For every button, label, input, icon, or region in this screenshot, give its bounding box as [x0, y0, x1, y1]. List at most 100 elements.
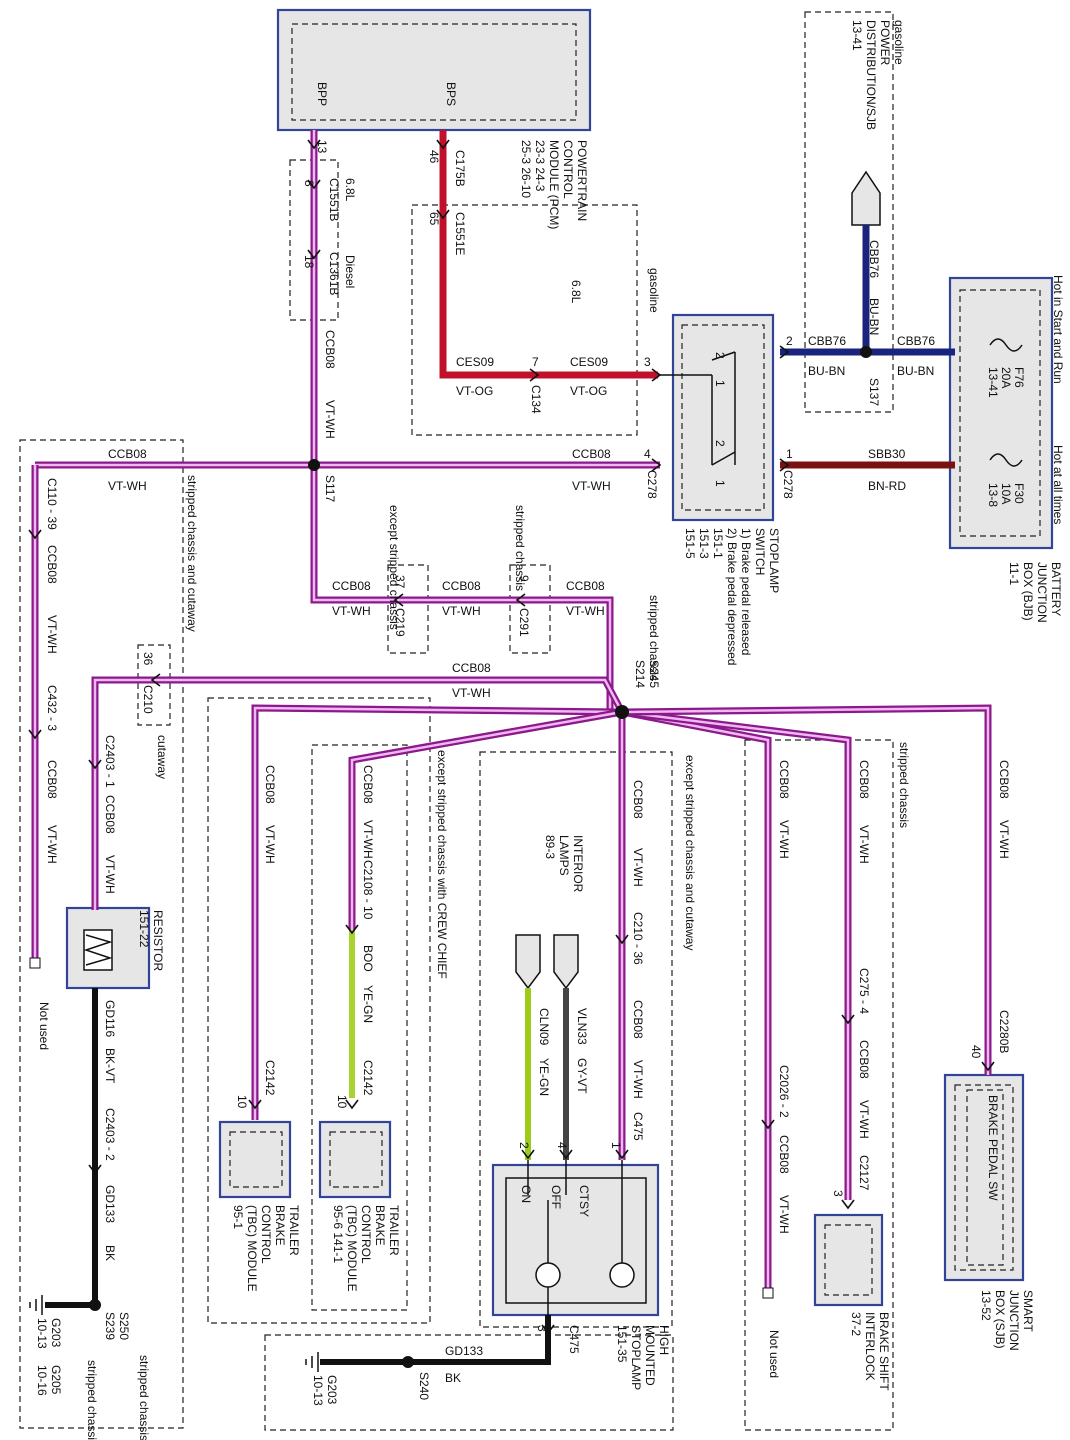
bjb-box: [948, 276, 1054, 550]
pin-13: 13: [315, 140, 329, 154]
pdb-connector-icon: [851, 170, 881, 226]
c432-3-label: C432 - 3: [45, 685, 59, 731]
pin-65: 65: [427, 212, 441, 226]
c1551b-label: C1551B: [327, 178, 341, 221]
wire-ccb08-c: CCB08: [108, 447, 147, 461]
stoplamp-note-4: 151-5: [683, 528, 697, 559]
wire-bubn-b: BU-BN: [897, 364, 934, 378]
tbc2-title-0: TRAILER: [387, 1205, 401, 1256]
wire-ccb08-s: CCB08: [997, 760, 1011, 799]
fuse-f76-icon: [989, 338, 1023, 352]
pcm-title-1: CONTROL: [561, 140, 575, 199]
sjb-title-3: 13-52: [979, 1290, 993, 1321]
chmsl-sw-off: OFF: [549, 1185, 563, 1209]
bsi-title-2: 37-2: [849, 1312, 863, 1336]
wire-vtwh-e: VT-WH: [442, 604, 481, 618]
note-stripped-chassis-c: stripped chassis: [137, 1355, 151, 1440]
splice-s137: [860, 346, 872, 358]
tbc1-title-0: TRAILER: [287, 1205, 301, 1256]
stoplamp-title-1: SWITCH: [753, 528, 767, 575]
pin-40: 40: [969, 1045, 983, 1059]
wire-yegn-b: YE-GN: [537, 1058, 551, 1096]
wire-vtwh-l: VT-WH: [361, 820, 375, 859]
wire-vtwh-c: VT-WH: [108, 479, 147, 493]
g203b-label: G203: [325, 1375, 339, 1405]
wire-yegn-a: YE-GN: [361, 985, 375, 1023]
tbc1-box: [218, 1120, 292, 1199]
bjb-title-2: BOX (BJB): [1021, 562, 1035, 621]
wire-vln33: VLN33: [575, 1008, 589, 1045]
pin-10-b: 10: [335, 1095, 349, 1109]
wire-vtwh-s: VT-WH: [997, 820, 1011, 859]
wire-cbb76-a: CBB76: [808, 334, 846, 348]
wire-vtog-b: VT-OG: [570, 384, 607, 398]
pin-2-sw: 2: [786, 334, 793, 348]
interior-title-0: INTERIOR: [571, 835, 585, 893]
ground-g203b-icon: [305, 1352, 319, 1372]
fuse-f30-amps: 10A: [999, 483, 1013, 504]
sjb-inner-label: BRAKE PEDAL SW: [986, 1095, 1000, 1201]
splice-s240: [402, 1356, 414, 1368]
sw-pin-1b: 1: [713, 480, 727, 487]
pin-37: 37: [393, 575, 407, 589]
not-used-b: Not used: [767, 1330, 781, 1378]
chmsl-sw-ctsy: CTSY: [577, 1185, 591, 1217]
wire-gd133-a: GD133: [103, 1185, 117, 1223]
splice-s117: [308, 459, 320, 471]
pin-10-a: 10: [235, 1095, 249, 1109]
chmsl-title-2: STOPLAMP: [629, 1325, 643, 1390]
c210-region: [137, 644, 171, 726]
s239-label: S239: [103, 1312, 117, 1340]
wire-bk-a: BK: [103, 1245, 117, 1261]
bjb-hot-all: Hot at all times: [1051, 445, 1065, 524]
pin-4-chmsl: 4: [555, 1142, 569, 1149]
c291-region: [509, 564, 551, 654]
sw-pin-1a: 1: [713, 380, 727, 387]
fuse-f30-ref: 13-8: [986, 483, 1000, 507]
wire-labels: 13 8 18 C1551B C1361B 6.8L Diesel CCB08 …: [35, 140, 1035, 1440]
pin-3-chmsl: 3: [535, 1325, 549, 1332]
pcm-labels: BPP BPS POWERTRAIN CONTROL MODULE (PCM) …: [315, 82, 589, 229]
wire-vtwh-n: VT-WH: [631, 1060, 645, 1099]
s240-label: S240: [417, 1372, 431, 1400]
pin-1-sw: 1: [786, 447, 793, 461]
pcm-box: [276, 8, 592, 132]
wire-bk-b: BK: [445, 1371, 461, 1385]
wire-ccb08-f: CCB08: [566, 579, 605, 593]
tbc1-title-3: (TBC) MODULE: [245, 1205, 259, 1292]
wire-boo: BOO: [361, 945, 375, 972]
sjb-title-0: SMART: [1021, 1290, 1035, 1332]
stoplamp-note-1: 2) Brake pedal depressed: [725, 528, 739, 665]
wire-ccb08-p: CCB08: [777, 1135, 791, 1174]
s250-label: S250: [117, 1312, 131, 1340]
tbc1-title-1: BRAKE: [273, 1205, 287, 1246]
tbc2-box: [318, 1120, 392, 1199]
wire-vtwh-j: VT-WH: [103, 855, 117, 894]
pin-36: 36: [141, 652, 155, 666]
wire-vtwh-q: VT-WH: [857, 825, 871, 864]
resistor-title-1: 151-22: [137, 910, 151, 948]
bjb-labels: Hot in Start and Run Hot at all times F7…: [986, 275, 1065, 623]
chmsl-box: [491, 1163, 660, 1317]
pin-3-bsi: 3: [831, 1190, 845, 1197]
note-except-stripped-cutaway: except stripped chassis and cutaway: [683, 755, 697, 950]
note-diesel: Diesel: [343, 255, 357, 288]
wire-ccb08-b: CCB08: [572, 447, 611, 461]
c2127-label: C2127: [857, 1155, 871, 1191]
pin-2-chmsl: 2: [517, 1142, 531, 1149]
interior-title-1: LAMPS: [557, 835, 571, 876]
fuse-f76-name: F76: [1012, 367, 1026, 388]
chmsl-lamp2-icon: [609, 1262, 635, 1288]
stoplamp-note-2: 151-1: [711, 528, 725, 559]
chmsl-region: [479, 751, 673, 1328]
wire-ccb08-e: CCB08: [442, 579, 481, 593]
c134-label: C134: [529, 385, 543, 414]
pin-4: 4: [644, 447, 651, 461]
wire-vtog-a: VT-OG: [456, 384, 493, 398]
wire-ces09-a: CES09: [456, 355, 494, 369]
c278-label-a: C278: [781, 470, 795, 499]
pcm-title-2: MODULE (PCM): [547, 140, 561, 229]
c291-label: C291: [517, 608, 531, 637]
g203b-ref: 10-13: [311, 1375, 325, 1406]
tbc1-title-4: 95-1: [231, 1205, 245, 1229]
